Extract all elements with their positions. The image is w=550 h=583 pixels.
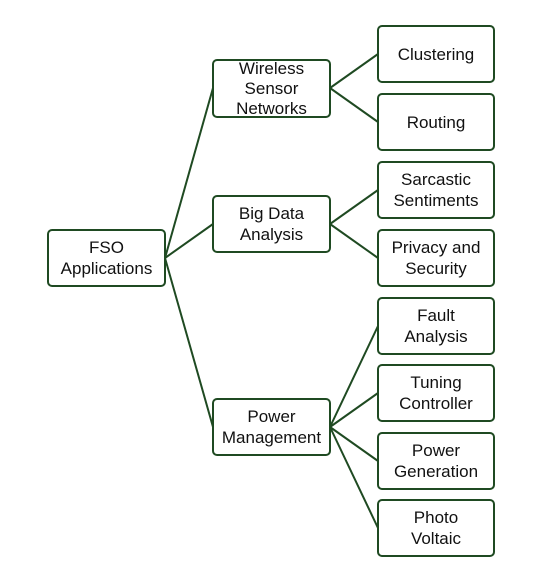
leaf-node-photo-voltaic: Photo Voltaic — [377, 499, 495, 557]
connector-root-wsn — [164, 87, 214, 259]
root-node-fso-applications: FSO Applications — [47, 229, 166, 287]
branch-node-label: Wireless Sensor Networks — [236, 58, 307, 118]
connector-bigdata-sarcastic — [329, 189, 379, 225]
connector-root-power — [164, 257, 214, 428]
branch-node-label: Big Data Analysis — [238, 204, 305, 244]
leaf-node-fault-analysis: Fault Analysis — [377, 297, 495, 355]
branch-node-power-management: Power Management — [212, 398, 331, 456]
leaf-node-power-generation: Power Generation — [377, 432, 495, 490]
leaf-node-label: Fault Analysis — [404, 306, 468, 346]
root-node-label: FSO Applications — [60, 238, 153, 278]
leaf-node-tuning-controller: Tuning Controller — [377, 364, 495, 422]
leaf-node-label: Tuning Controller — [399, 373, 473, 413]
connector-power-photovoltaic — [329, 426, 379, 529]
branch-node-big-data-analysis: Big Data Analysis — [212, 195, 331, 253]
connector-wsn-routing — [329, 87, 379, 123]
connector-root-bigdata — [164, 223, 214, 259]
branch-node-label: Power Management — [221, 407, 322, 447]
connector-power-fault — [329, 325, 379, 428]
leaf-node-clustering: Clustering — [377, 25, 495, 83]
leaf-node-label: Privacy and Security — [391, 238, 481, 278]
leaf-node-label: Power Generation — [393, 441, 479, 481]
leaf-node-routing: Routing — [377, 93, 495, 151]
leaf-node-sarcastic-sentiments: Sarcastic Sentiments — [377, 161, 495, 219]
branch-node-wireless-sensor-networks: Wireless Sensor Networks — [212, 59, 331, 118]
leaf-node-label: Routing — [406, 112, 466, 132]
connector-power-generation — [329, 426, 379, 462]
leaf-node-privacy-and-security: Privacy and Security — [377, 229, 495, 287]
leaf-node-label: Clustering — [397, 44, 475, 64]
connector-wsn-clustering — [329, 53, 379, 89]
leaf-node-label: Sarcastic Sentiments — [393, 170, 479, 210]
connector-power-tuning — [329, 392, 379, 428]
leaf-node-label: Photo Voltaic — [410, 508, 462, 548]
connector-bigdata-privacy — [329, 223, 379, 259]
